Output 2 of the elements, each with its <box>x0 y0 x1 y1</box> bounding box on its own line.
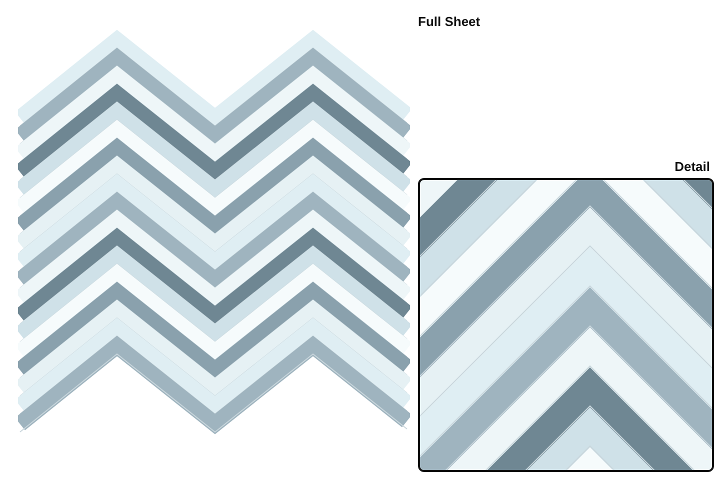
heading: Detail <box>674 159 710 174</box>
heading: Full Sheet <box>418 14 480 29</box>
